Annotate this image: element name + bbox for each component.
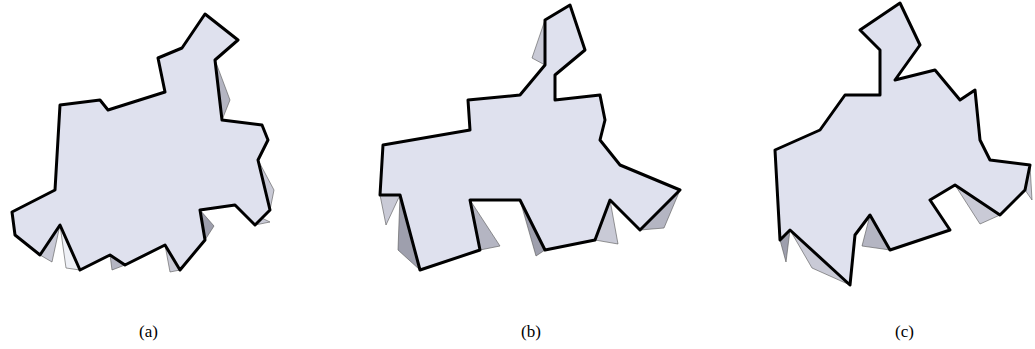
panel-label: (c): [895, 322, 914, 342]
panel-label: (b): [521, 322, 541, 342]
panel-label: (a): [139, 322, 158, 342]
